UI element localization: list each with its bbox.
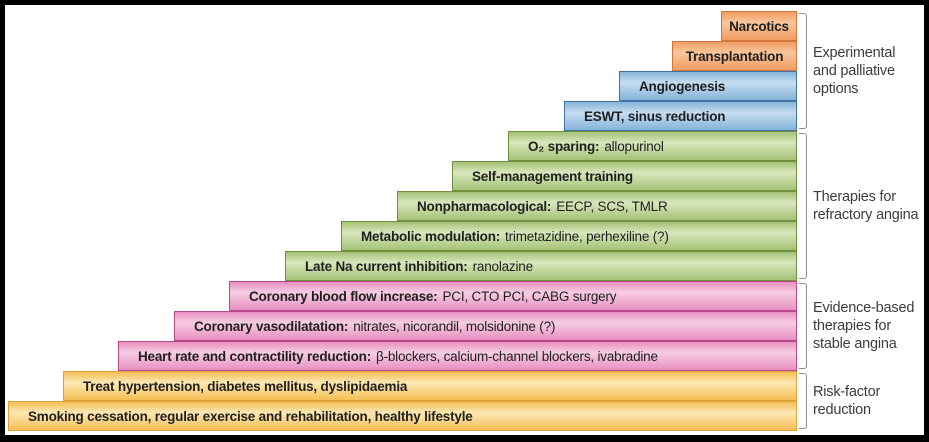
bar-heart-rate-contractility-reduction-label: Heart rate and contractility reduction: [138,348,371,364]
bar-nonpharmacological-label: Nonpharmacological: [417,198,552,214]
group-risk-factor-reduction-label-line: reduction [813,402,871,418]
bar-transplantation: Transplantation [672,41,797,71]
bar-coronary-blood-flow-increase-label: Coronary blood flow increase: [249,288,438,304]
bar-self-management-training: Self-management training [452,161,797,191]
group-refractory-angina-bracket [799,133,807,279]
bar-coronary-blood-flow-increase-detail: PCI, CTO PCI, CABG surgery [442,288,617,304]
bar-smoking-cessation-label: Smoking cessation, regular exercise and … [28,408,473,424]
bar-late-na-current-inhibition: Late Na current inhibition:ranolazine [285,251,797,281]
bar-o2-sparing-detail: allopurinol [604,138,664,154]
bar-coronary-vasodilatation-detail: nitrates, nicorandil, molsidonine (?) [353,318,556,334]
bar-heart-rate-contractility-reduction-detail: β-blockers, calcium-channel blockers, iv… [376,348,658,364]
bar-nonpharmacological: Nonpharmacological:EECP, SCS, TMLR [397,191,797,221]
group-stable-angina-label-line: stable angina [813,336,897,352]
group-refractory-angina-label: Therapies for refractory angina [813,133,924,279]
group-experimental-palliative-label-line: Experimental [813,45,896,61]
group-refractory-angina-label-line: Therapies for [813,189,896,205]
group-risk-factor-reduction-label-line: Risk-factor [813,384,881,400]
group-risk-factor-reduction-bracket [799,373,807,429]
bar-metabolic-modulation: Metabolic modulation:trimetazidine, perh… [341,221,797,251]
group-experimental-palliative-label-line: options [813,81,859,97]
bar-eswt-sinus-reduction-label: ESWT, sinus reduction [584,108,726,124]
bar-nonpharmacological-detail: EECP, SCS, TMLR [556,198,668,214]
bar-treat-hypertension: Treat hypertension, diabetes mellitus, d… [63,371,797,401]
group-risk-factor-reduction-label: Risk-factor reduction [813,373,924,429]
bar-o2-sparing-label: O₂ sparing: [528,138,600,154]
bar-coronary-vasodilatation: Coronary vasodilatation:nitrates, nicora… [174,311,797,341]
group-stable-angina-label-line: Evidence-based [813,300,915,316]
bar-narcotics-label: Narcotics [729,18,789,34]
bar-coronary-vasodilatation-label: Coronary vasodilatation: [194,318,349,334]
group-experimental-palliative-label-line: and palliative [813,63,895,79]
bar-angiogenesis: Angiogenesis [619,71,797,101]
group-stable-angina-label: Evidence-based therapies for stable angina [813,283,924,369]
bar-smoking-cessation: Smoking cessation, regular exercise and … [8,401,797,431]
bar-metabolic-modulation-detail: trimetazidine, perhexiline (?) [505,228,669,244]
bar-coronary-blood-flow-increase: Coronary blood flow increase:PCI, CTO PC… [229,281,797,311]
group-refractory-angina-label-line: refractory angina [813,207,919,223]
bar-transplantation-label: Transplantation [685,48,784,64]
bar-metabolic-modulation-label: Metabolic modulation: [361,228,501,244]
bar-heart-rate-contractility-reduction: Heart rate and contractility reduction: β… [118,341,797,371]
group-stable-angina-bracket [799,283,807,369]
bar-o2-sparing: O₂ sparing:allopurinol [508,131,797,161]
bar-angiogenesis-label: Angiogenesis [639,78,726,94]
group-experimental-palliative-bracket [799,13,807,129]
bar-late-na-current-inhibition-detail: ranolazine [472,258,533,274]
group-experimental-palliative-label: Experimental and palliative options [813,13,924,129]
group-stable-angina-label-line: therapies for [813,318,891,334]
bar-late-na-current-inhibition-label: Late Na current inhibition: [305,258,468,274]
bar-self-management-training-label: Self-management training [472,168,633,184]
bar-narcotics: Narcotics [721,11,797,41]
bar-treat-hypertension-label: Treat hypertension, diabetes mellitus, d… [83,378,408,394]
bar-eswt-sinus-reduction: ESWT, sinus reduction [564,101,797,131]
